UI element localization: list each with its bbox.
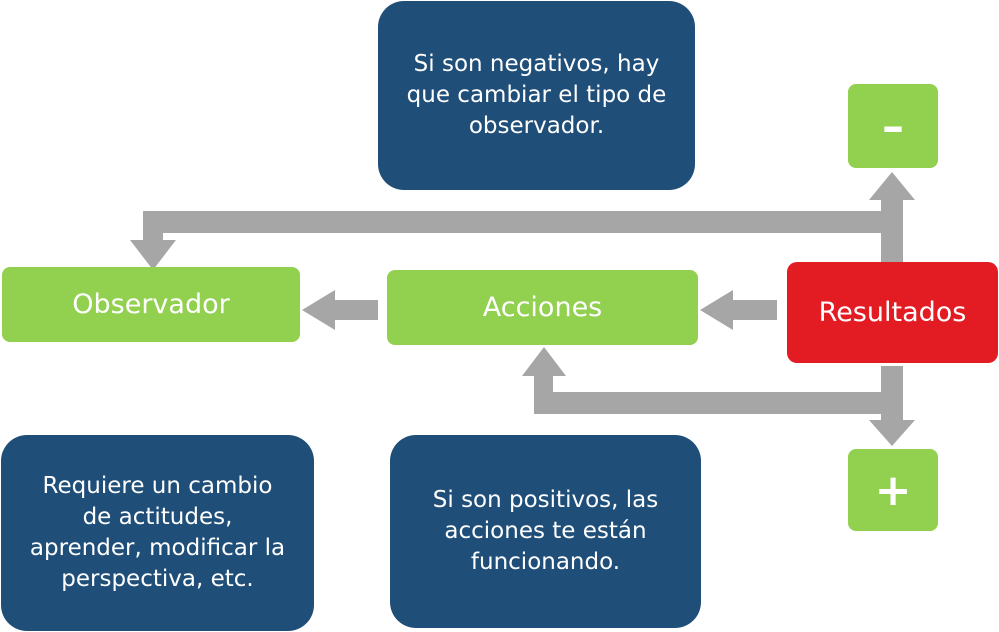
- acciones-label: Acciones: [482, 292, 603, 323]
- note-negativos-text: Si son negativos, hay que cambiar el tip…: [406, 50, 667, 140]
- note-positivos-text: Si son positivos, las acciones te están …: [432, 486, 659, 576]
- plus-sign: +: [874, 464, 912, 516]
- observador-node: Observador: [2, 267, 300, 342]
- note-positivos: Si son positivos, las acciones te están …: [390, 435, 701, 628]
- observador-label: Observador: [72, 289, 230, 320]
- arrow-loop-to-observador: [130, 211, 903, 270]
- arrow-acciones-to-observador: [302, 290, 378, 330]
- note-cambio-text: Requiere un cambio de actitudes, aprende…: [29, 472, 286, 593]
- arrow-loop-to-acciones: [522, 347, 903, 414]
- resultados-node: Resultados: [787, 262, 998, 363]
- arrow-resultados-to-acciones: [700, 290, 777, 330]
- resultados-label: Resultados: [818, 297, 967, 328]
- note-cambio: Requiere un cambio de actitudes, aprende…: [1, 435, 314, 631]
- acciones-node: Acciones: [387, 270, 698, 345]
- minus-sign: –: [882, 100, 904, 152]
- minus-node: –: [848, 84, 938, 168]
- note-negativos: Si son negativos, hay que cambiar el tip…: [378, 1, 695, 190]
- plus-node: +: [848, 449, 938, 531]
